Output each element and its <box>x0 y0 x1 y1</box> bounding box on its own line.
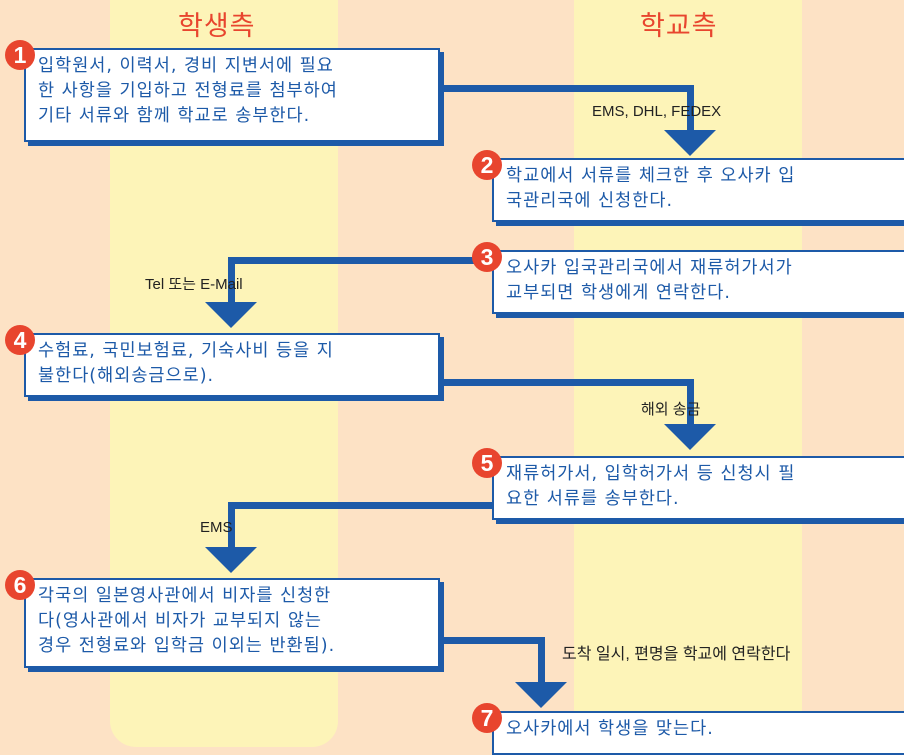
step-badge-6: 6 <box>5 570 35 600</box>
step-badge-7: 7 <box>472 703 502 733</box>
step-3-line-2: 교부되면 학생에게 연락한다. <box>506 283 731 303</box>
connector-5-6-v <box>228 502 235 547</box>
step-box-6: 각국의 일본영사관에서 비자를 신청한 다(영사관에서 비자가 교부되지 않는 … <box>24 578 440 668</box>
step-6-line-2: 다(영사관에서 비자가 교부되지 않는 <box>38 611 323 631</box>
step-2-line-1: 학교에서 서류를 체크한 후 오사카 입 <box>506 166 796 186</box>
step-1-line-2: 한 사항을 기입하고 전형료를 첨부하여 <box>38 81 338 101</box>
arrow-label-3: 해외 송금 <box>641 401 701 418</box>
step-box-2: 학교에서 서류를 체크한 후 오사카 입 국관리국에 신청한다. <box>492 158 904 222</box>
step-4-line-1: 수험료, 국민보험료, 기숙사비 등을 지 <box>38 341 334 361</box>
step-badge-2: 2 <box>472 150 502 180</box>
step-7-line-1: 오사카에서 학생을 맞는다. <box>506 719 714 739</box>
step-6-line-3: 경우 전형료와 입학금 이외는 반환됨). <box>38 636 336 656</box>
arrow-3-4 <box>205 302 257 328</box>
connector-1-2-v <box>687 85 694 130</box>
step-box-7: 오사카에서 학생을 맞는다. <box>492 711 904 755</box>
connector-3-4-v <box>228 257 235 302</box>
step-6-line-1: 각국의 일본영사관에서 비자를 신청한 <box>38 586 332 606</box>
connector-6-7-v <box>538 637 545 682</box>
step-box-5: 재류허가서, 입학허가서 등 신청시 필 요한 서류를 송부한다. <box>492 456 904 520</box>
arrow-label-1: EMS, DHL, FEDEX <box>592 103 722 120</box>
school-column-title: 학교측 <box>640 11 718 42</box>
arrow-label-4: EMS <box>200 519 233 536</box>
step-badge-5: 5 <box>472 448 502 478</box>
connector-4-5-h <box>440 379 694 386</box>
step-4-line-2: 불한다(해외송금으로). <box>38 366 215 386</box>
step-1-line-1: 입학원서, 이력서, 경비 지변서에 필요 <box>38 56 334 76</box>
connector-1-2-h <box>440 85 694 92</box>
step-box-3: 오사카 입국관리국에서 재류허가서가 교부되면 학생에게 연락한다. <box>492 250 904 314</box>
arrow-5-6 <box>205 547 257 573</box>
step-box-1: 입학원서, 이력서, 경비 지변서에 필요 한 사항을 기입하고 전형료를 첨부… <box>24 48 440 142</box>
step-5-line-2: 요한 서류를 송부한다. <box>506 489 680 509</box>
step-badge-3: 3 <box>472 242 502 272</box>
connector-6-7-h <box>440 637 545 644</box>
step-2-line-2: 국관리국에 신청한다. <box>506 191 674 211</box>
arrow-label-5: 도착 일시, 편명을 학교에 연락한다 <box>562 646 791 663</box>
arrow-1-2 <box>664 130 716 156</box>
step-box-4: 수험료, 국민보험료, 기숙사비 등을 지 불한다(해외송금으로). <box>24 333 440 397</box>
step-5-line-1: 재류허가서, 입학허가서 등 신청시 필 <box>506 464 796 484</box>
student-column-title: 학생측 <box>178 11 256 42</box>
connector-4-5-v <box>687 379 694 424</box>
arrow-6-7 <box>515 682 567 708</box>
arrow-4-5 <box>664 424 716 450</box>
step-3-line-1: 오사카 입국관리국에서 재류허가서가 <box>506 258 793 278</box>
step-badge-1: 1 <box>5 40 35 70</box>
connector-5-6-h <box>228 502 494 509</box>
step-1-line-3: 기타 서류와 함께 학교로 송부한다. <box>38 106 311 126</box>
arrow-label-2: Tel 또는 E-Mail <box>145 276 243 293</box>
step-badge-4: 4 <box>5 325 35 355</box>
connector-3-4-h <box>228 257 494 264</box>
